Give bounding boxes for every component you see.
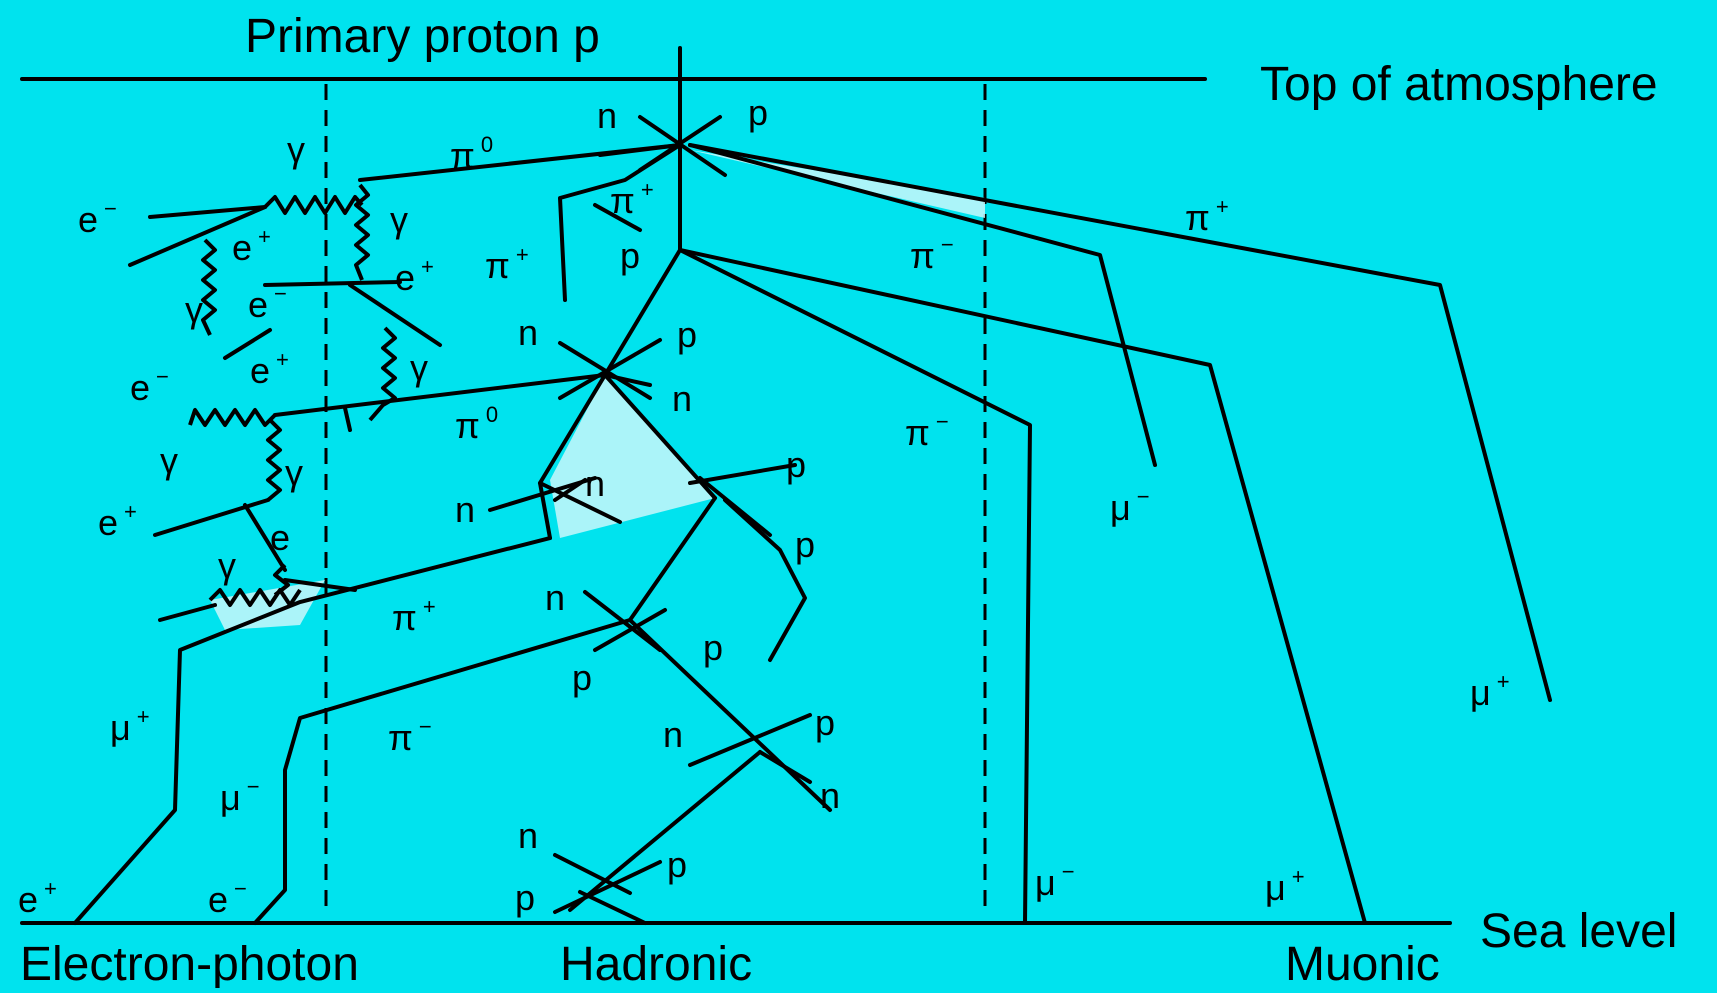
particle-label: n xyxy=(820,775,840,816)
photon-squiggle xyxy=(368,326,397,422)
photon-squiggle xyxy=(201,238,217,336)
top-of-atmosphere-label: Top of atmosphere xyxy=(1260,58,1658,111)
particle-label: e+ xyxy=(250,347,289,391)
particle-label: e xyxy=(270,517,290,558)
particle-label: μ− xyxy=(1035,859,1075,903)
particle-label: n xyxy=(663,714,683,755)
photon-squiggle xyxy=(263,195,364,215)
hadronic-label: Hadronic xyxy=(560,938,752,988)
particle-label: γ xyxy=(285,452,303,493)
electron-photon-tracks xyxy=(128,183,442,622)
particle-label: π− xyxy=(388,714,432,758)
particle-label: γ xyxy=(390,199,408,240)
particle-label: e− xyxy=(208,876,247,920)
particle-label: p xyxy=(815,702,835,743)
particle-label: π− xyxy=(910,232,954,276)
particle-label: n xyxy=(518,815,538,856)
particle-label: γ xyxy=(185,289,203,330)
particle-label: p xyxy=(748,92,768,133)
particle-label: p xyxy=(667,844,687,885)
photon-squiggle xyxy=(354,183,370,281)
particle-label: γ xyxy=(410,347,428,388)
particle-label: γ xyxy=(287,129,305,170)
particle-label: γ xyxy=(160,440,178,481)
particle-label: e− xyxy=(248,281,287,325)
particle-label: μ+ xyxy=(110,704,150,748)
pion-muon-tracks xyxy=(73,143,1552,925)
particle-label: π+ xyxy=(610,177,654,221)
particle-label: μ− xyxy=(1110,484,1150,528)
particle-label: γ xyxy=(218,545,236,586)
shade-region-left xyxy=(210,580,325,630)
particle-label: p xyxy=(786,444,806,485)
particle-label: π+ xyxy=(392,594,436,638)
particle-label: p xyxy=(620,235,640,276)
photon-squiggle xyxy=(188,408,277,427)
particle-label: e+ xyxy=(232,224,271,268)
particle-label: n xyxy=(455,489,475,530)
particle-label: μ+ xyxy=(1265,864,1305,908)
particle-label: p xyxy=(515,877,535,918)
particle-label: π+ xyxy=(485,242,529,286)
particle-label: μ− xyxy=(220,774,260,818)
particle-label: e− xyxy=(130,364,169,408)
particle-label: π+ xyxy=(1185,194,1229,238)
photon-squiggle xyxy=(266,418,282,502)
particle-label: n xyxy=(585,463,605,504)
muonic-label: Muonic xyxy=(1285,938,1440,988)
particle-label: e− xyxy=(78,196,117,240)
particle-label: π− xyxy=(905,409,949,453)
particle-label: μ+ xyxy=(1470,669,1510,713)
particle-label: p xyxy=(795,524,815,565)
particle-label: e+ xyxy=(395,254,434,298)
sea-level-label: Sea level xyxy=(1480,905,1677,958)
photon-squiggle xyxy=(273,563,290,597)
shade-region-center xyxy=(550,375,715,538)
particle-label: p xyxy=(703,627,723,668)
particle-label: n xyxy=(545,577,565,618)
particle-label: n xyxy=(597,95,617,136)
primary-proton-label: Primary proton p xyxy=(245,10,600,63)
particle-label: n xyxy=(672,378,692,419)
electron-photon-label: Electron-photon xyxy=(20,938,359,988)
particle-label: p xyxy=(572,657,592,698)
particle-label: e+ xyxy=(18,876,57,920)
particle-label: n xyxy=(518,312,538,353)
photon-squiggle xyxy=(208,588,302,607)
particle-label: e+ xyxy=(98,499,137,543)
particle-label: p xyxy=(677,314,697,355)
